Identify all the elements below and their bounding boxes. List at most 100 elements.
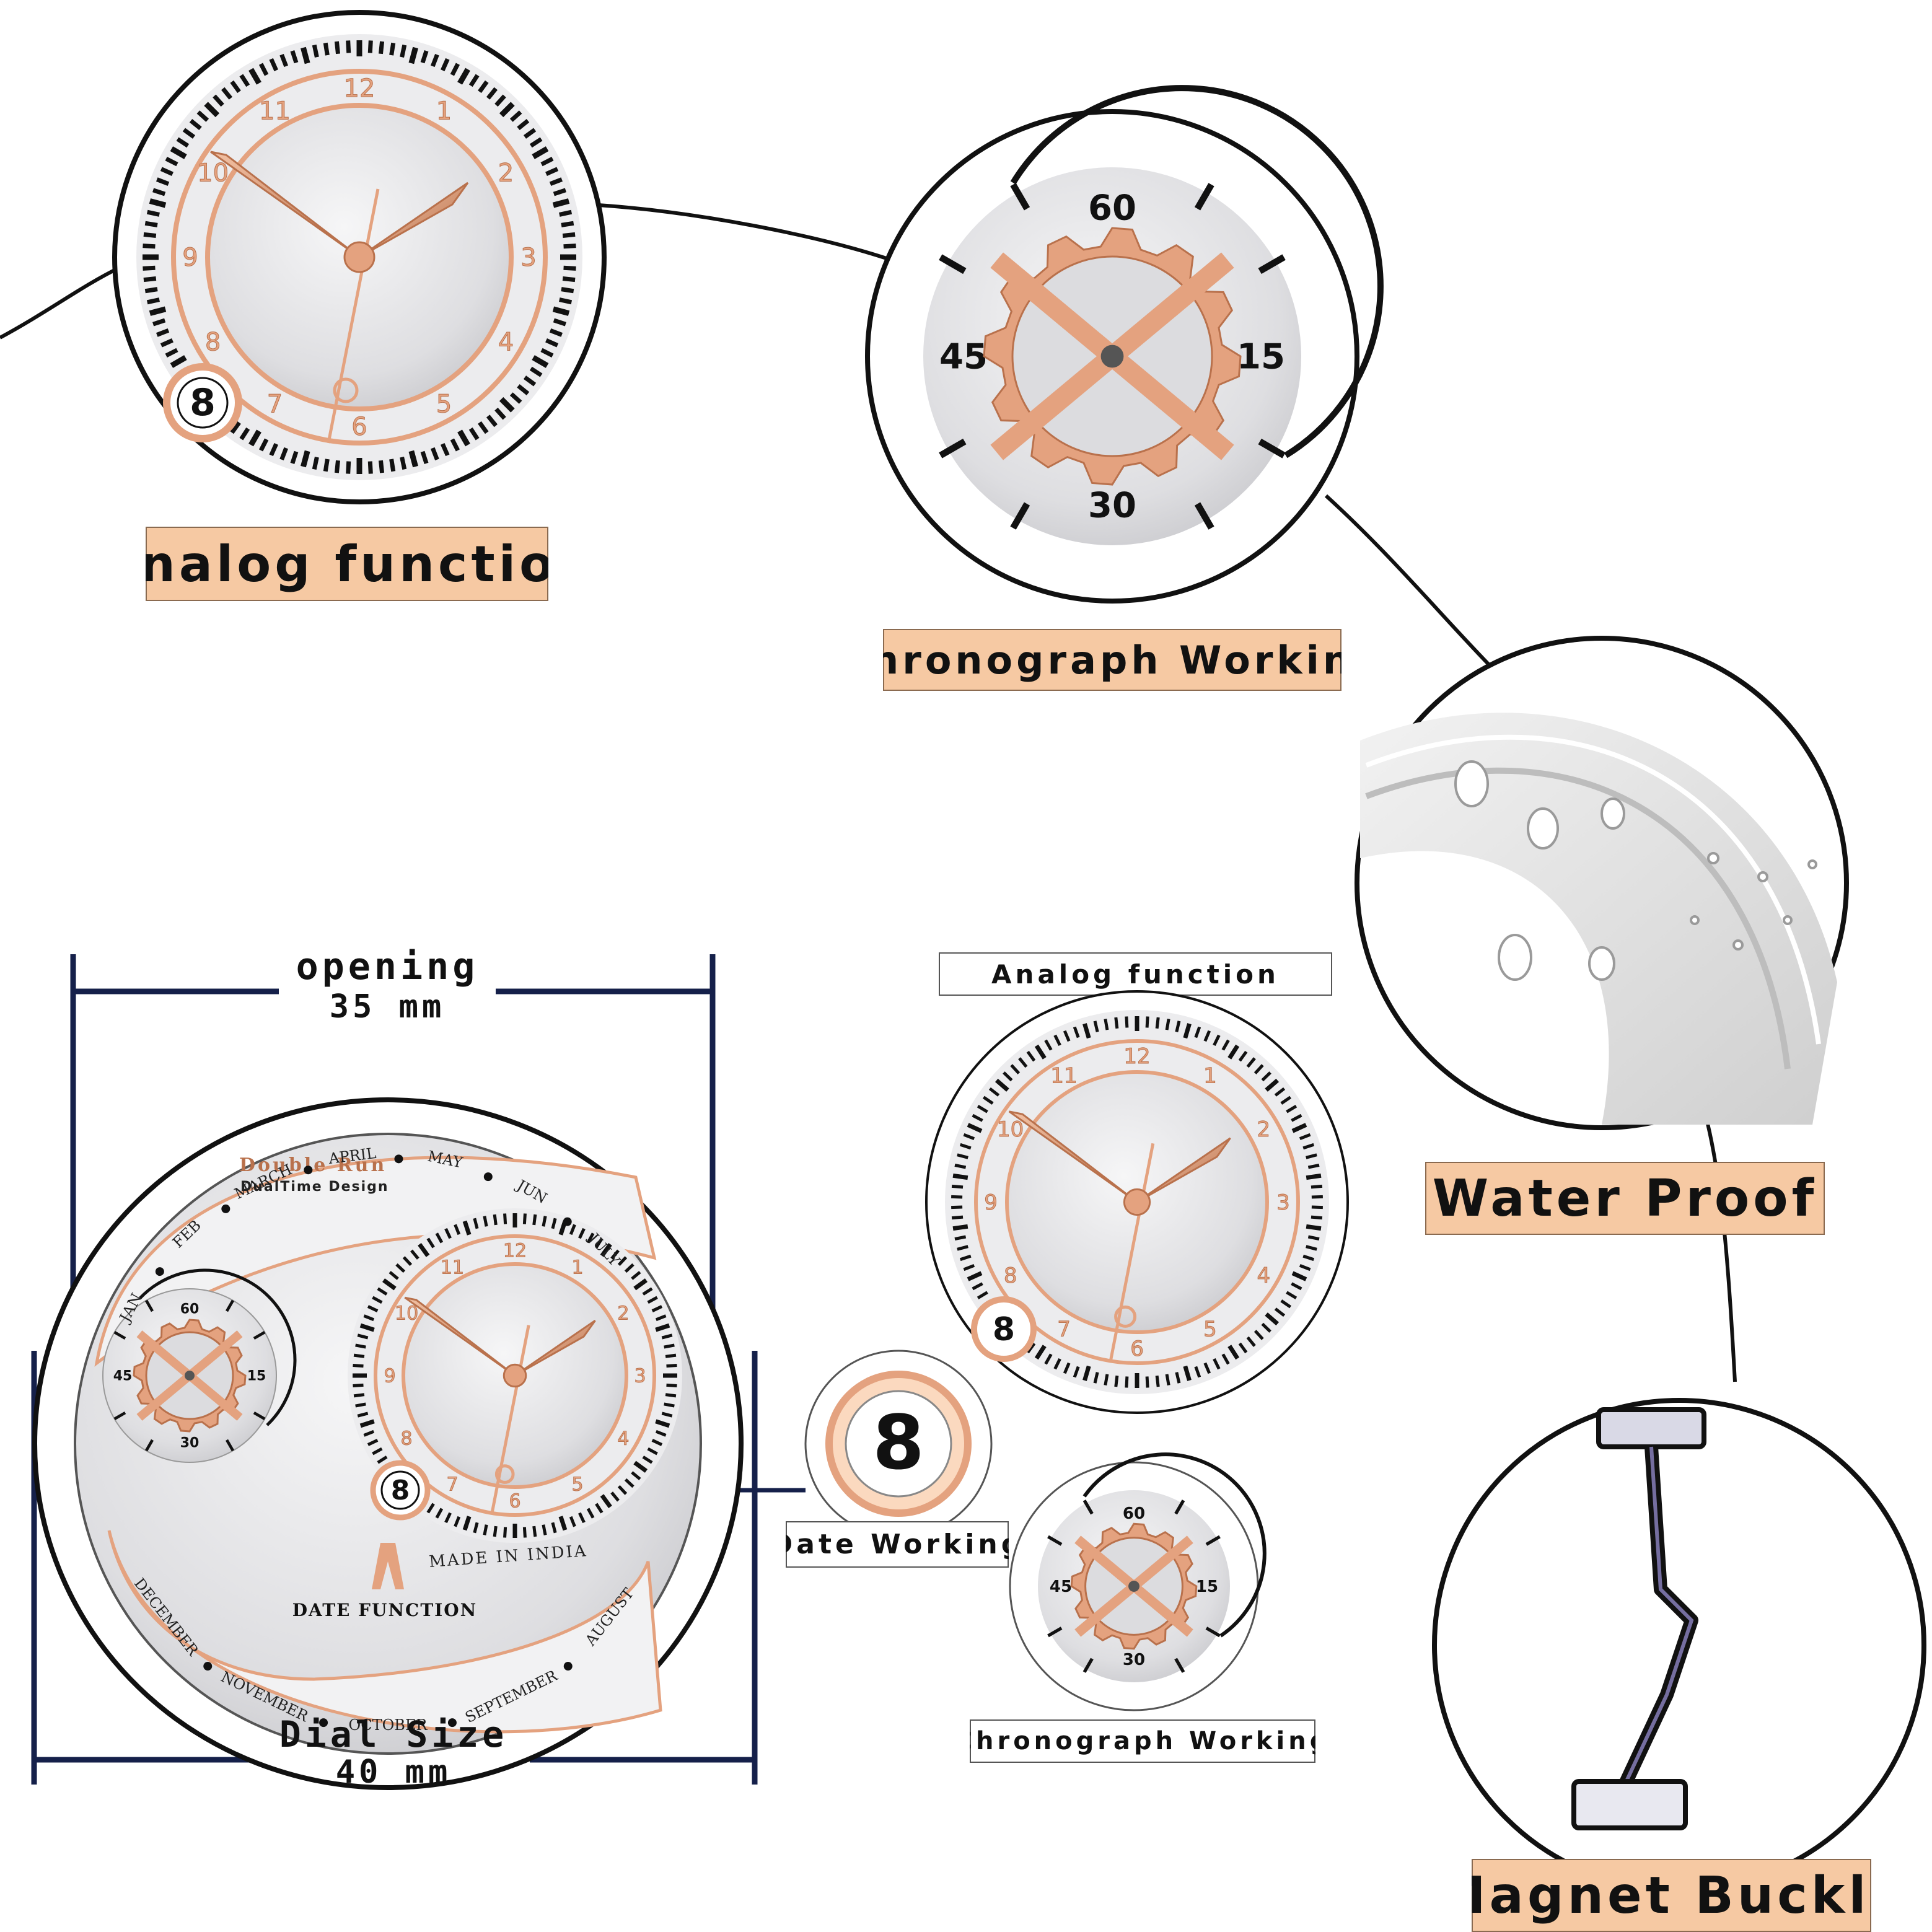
minute-tick — [473, 1522, 479, 1534]
minute-tick — [1227, 1044, 1240, 1060]
minute-tick — [1254, 1064, 1264, 1074]
dial-size-value: 40 mm — [335, 1754, 452, 1791]
minute-tick — [655, 1314, 667, 1322]
minute-tick — [561, 221, 574, 227]
hour-numeral: 1 — [436, 97, 452, 126]
minute-tick — [952, 1224, 968, 1231]
minute-tick — [523, 375, 537, 387]
minute-tick — [279, 447, 289, 461]
minute-tick — [959, 1254, 972, 1262]
chrono-tick — [1194, 502, 1214, 530]
minute-tick — [269, 58, 278, 71]
second-hand-counterweight — [1114, 1305, 1137, 1328]
minute-tick — [143, 276, 157, 283]
minute-tick — [647, 1447, 658, 1456]
brand-tagline: DualTime Design — [240, 1179, 389, 1195]
minute-tick — [279, 53, 289, 68]
minute-tick — [395, 1263, 406, 1273]
minute-tick — [478, 80, 489, 94]
hour-numeral: 9 — [984, 1190, 998, 1215]
minute-tick — [1073, 1026, 1080, 1038]
month-dot — [563, 1217, 572, 1226]
chrono-tick — [144, 1299, 154, 1312]
minute-tick — [1306, 1153, 1317, 1159]
minute-tick — [346, 461, 351, 474]
minute-tick — [143, 232, 157, 238]
minute-tick — [1082, 1023, 1091, 1039]
minute-tick — [1044, 1039, 1053, 1051]
minute-tick — [1114, 1375, 1119, 1387]
chrono-numeral: 15 — [1196, 1578, 1218, 1596]
minute-tick — [517, 384, 530, 395]
chronograph-working-label: Chronograph Working — [883, 629, 1341, 691]
date-function-text: DATE FUNCTION — [292, 1600, 478, 1620]
minute-tick — [1274, 1087, 1286, 1097]
minute-tick — [152, 188, 166, 196]
minute-tick — [951, 1205, 963, 1210]
chrono-tick — [1174, 1658, 1185, 1673]
minute-tick — [1213, 1034, 1221, 1047]
small-analog-label: Analog function — [939, 952, 1332, 996]
minute-tick — [551, 1218, 557, 1229]
minute-tick — [426, 1503, 435, 1514]
date-number: 8 — [190, 381, 216, 424]
minute-tick — [213, 94, 224, 107]
minute-tick — [334, 460, 340, 473]
minute-tick — [389, 42, 396, 56]
hour-numeral: 2 — [1257, 1117, 1271, 1142]
minute-tick — [312, 44, 319, 58]
minute-tick — [551, 1522, 557, 1534]
hour-numeral: 1 — [571, 1257, 583, 1279]
minute-tick — [1227, 1345, 1240, 1360]
minute-tick — [977, 1291, 988, 1300]
minute-tick — [1302, 1143, 1315, 1150]
minute-tick — [359, 1323, 375, 1332]
second-hand-counterweight — [494, 1464, 515, 1484]
minute-tick — [410, 1249, 419, 1260]
minute-tick — [301, 450, 310, 468]
minute-tick — [160, 167, 173, 176]
minute-tick — [221, 87, 233, 100]
hour-numeral: 5 — [1203, 1317, 1217, 1341]
chrono-numeral: 60 — [180, 1302, 200, 1317]
minute-tick — [239, 74, 250, 87]
minute-tick — [624, 1263, 634, 1273]
hour-numeral: 7 — [267, 390, 283, 418]
minute-tick — [189, 119, 202, 131]
minute-tick — [367, 1305, 379, 1312]
minute-tick — [494, 94, 506, 107]
minute-tick — [462, 1220, 472, 1236]
minute-tick — [664, 1402, 675, 1408]
minute-tick — [1246, 1336, 1256, 1347]
minute-tick — [494, 407, 506, 420]
minute-tick — [152, 318, 166, 327]
minute-tick — [379, 460, 385, 473]
minute-tick — [642, 1287, 653, 1296]
minute-tick — [454, 1224, 461, 1236]
small-analog-date-window: 8 — [971, 1296, 1037, 1362]
hour-numeral: 8 — [205, 328, 221, 357]
minute-tick — [1093, 1372, 1099, 1384]
opening-value: 35 mm — [329, 988, 446, 1025]
minute-tick — [569, 1516, 576, 1527]
hour-numeral: 11 — [1050, 1064, 1077, 1089]
minute-tick — [372, 1296, 383, 1304]
minute-tick — [363, 1429, 375, 1437]
month-dot — [304, 1166, 313, 1175]
minute-tick — [665, 1393, 677, 1398]
hour-numeral: 10 — [197, 159, 229, 188]
minute-tick — [600, 1242, 612, 1257]
minute-tick — [483, 1524, 488, 1535]
chrono-numeral: 60 — [1123, 1504, 1145, 1523]
minute-tick — [1183, 1365, 1192, 1381]
minute-tick — [290, 50, 299, 64]
minute-tick — [1299, 1133, 1311, 1141]
magnet-buckle-circle — [1432, 1398, 1926, 1892]
minute-tick — [367, 1439, 379, 1446]
chrono-numeral: 60 — [1088, 188, 1136, 229]
minute-tick — [967, 1271, 983, 1281]
